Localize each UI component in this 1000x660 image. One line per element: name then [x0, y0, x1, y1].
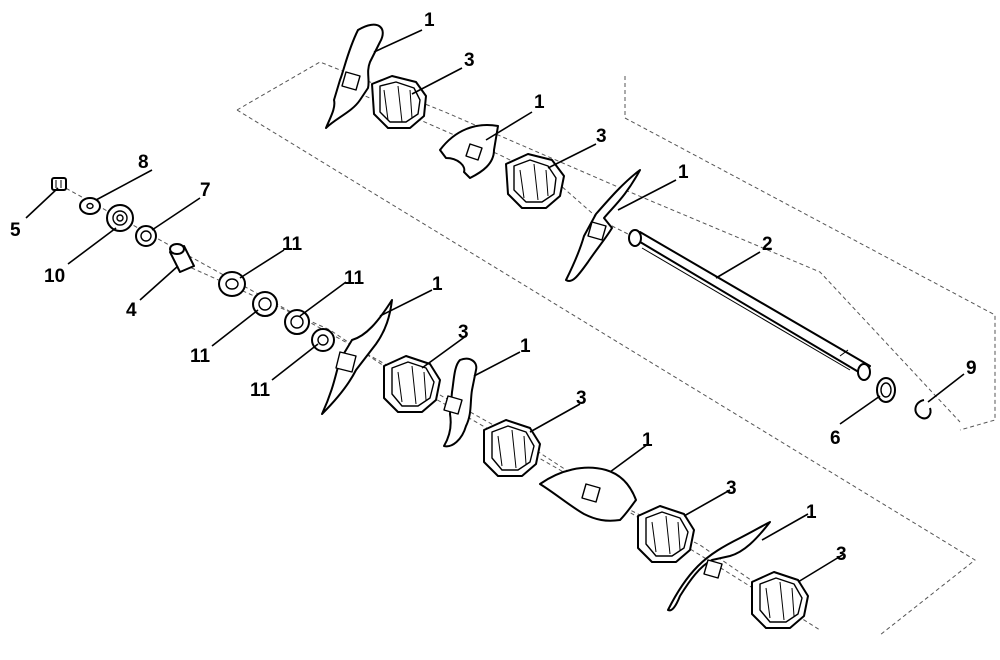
callout-bearing: 10 [44, 266, 65, 287]
shim-1 [218, 271, 246, 297]
callout-shim-2: 11 [344, 268, 365, 289]
shim-2 [252, 291, 278, 317]
hub-bottom-2 [483, 419, 541, 477]
hub-top-1 [371, 75, 427, 129]
callout-blade-bottom-3: 1 [642, 430, 653, 451]
washer-flat [79, 197, 101, 215]
callout-washer-flat: 8 [138, 152, 149, 173]
callout-blade-bottom-2: 1 [520, 336, 531, 357]
callout-blade-top-3: 1 [678, 162, 689, 183]
callout-hub-top-1: 3 [464, 50, 475, 71]
shaft [628, 229, 871, 381]
ring [876, 377, 896, 403]
bolt [51, 177, 67, 191]
hub-bottom-4 [751, 571, 809, 629]
callout-blade-top-2: 1 [534, 92, 545, 113]
shim-4 [311, 328, 335, 352]
callout-blade-bottom-1: 1 [432, 274, 443, 295]
callout-bolt: 5 [10, 220, 21, 241]
callout-ring: 6 [830, 428, 841, 449]
assembly-boundary [184, 61, 996, 636]
blade-top-1 [325, 23, 384, 129]
callout-hub-bottom-1: 3 [458, 322, 469, 343]
blade-bottom-1 [321, 299, 393, 415]
blade-bottom-2 [443, 357, 478, 448]
circlip [914, 399, 932, 420]
callout-washer-small: 7 [200, 180, 211, 201]
callout-labels: 1 3 1 3 1 2 8 5 7 10 4 11 11 11 11 1 3 1… [10, 10, 977, 565]
callout-circlip: 9 [966, 358, 977, 379]
callout-hub-bottom-4: 3 [836, 544, 847, 565]
shim-3 [284, 309, 310, 335]
blade-bottom-3 [539, 466, 637, 522]
bearing [106, 204, 134, 232]
callout-shim-3: 11 [190, 346, 211, 367]
hub-top-2 [505, 153, 565, 209]
callout-shaft: 2 [762, 234, 773, 255]
hub-bottom-3 [637, 505, 695, 563]
leader-lines [25, 29, 965, 583]
callout-shim-4: 11 [250, 380, 271, 401]
blade-bottom-4 [667, 521, 771, 612]
callout-spacer-tube: 4 [126, 300, 137, 321]
callout-blade-bottom-4: 1 [806, 502, 817, 523]
washer-small [135, 225, 157, 247]
blade-top-3 [565, 169, 641, 282]
callout-blade-top-1: 1 [424, 10, 435, 31]
callout-hub-bottom-2: 3 [576, 388, 587, 409]
callout-shim-1: 11 [282, 234, 303, 255]
hub-bottom-1 [383, 355, 441, 413]
callout-hub-top-2: 3 [596, 126, 607, 147]
callout-hub-bottom-3: 3 [726, 478, 737, 499]
spacer-tube [169, 243, 195, 273]
blade-top-2 [439, 124, 499, 179]
